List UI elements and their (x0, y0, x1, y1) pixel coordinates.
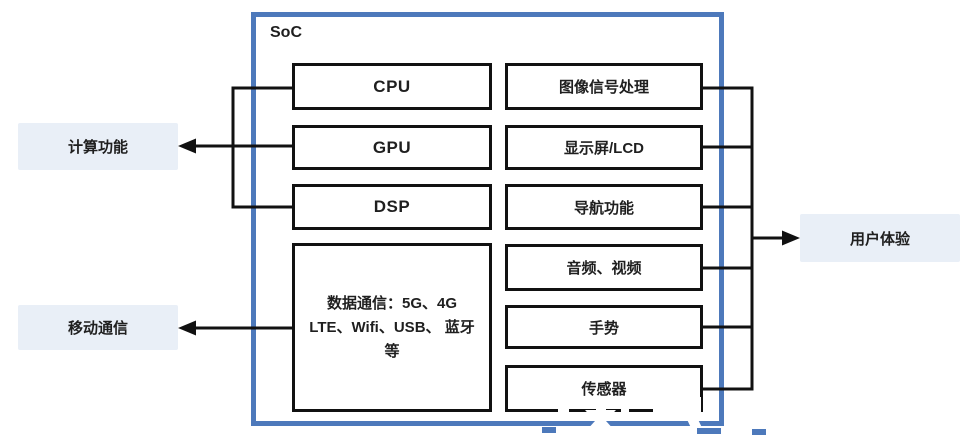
block-sensor: 传感器 (505, 365, 703, 412)
block-display-lcd: 显示屏/LCD (505, 125, 703, 170)
label-user-experience: 用户体验 (800, 214, 960, 262)
block-navigation: 导航功能 (505, 184, 703, 230)
soc-title: SoC (270, 24, 302, 41)
arrowhead-ux (782, 230, 800, 246)
block-data-comm: 数据通信：5G、4G LTE、Wifi、USB、 蓝牙等 (292, 243, 492, 412)
arrowhead-compute (178, 138, 196, 154)
block-gpu: GPU (292, 125, 492, 170)
label-compute-function: 计算功能 (18, 123, 178, 170)
label-mobile-communication: 移动通信 (18, 305, 178, 350)
soc-box (251, 12, 724, 426)
block-cpu: CPU (292, 63, 492, 110)
block-image-signal-processing: 图像信号处理 (505, 63, 703, 110)
arrowhead-mobile (178, 320, 196, 336)
block-gesture: 手势 (505, 305, 703, 349)
block-dsp: DSP (292, 184, 492, 230)
block-audio-video: 音频、视频 (505, 244, 703, 291)
